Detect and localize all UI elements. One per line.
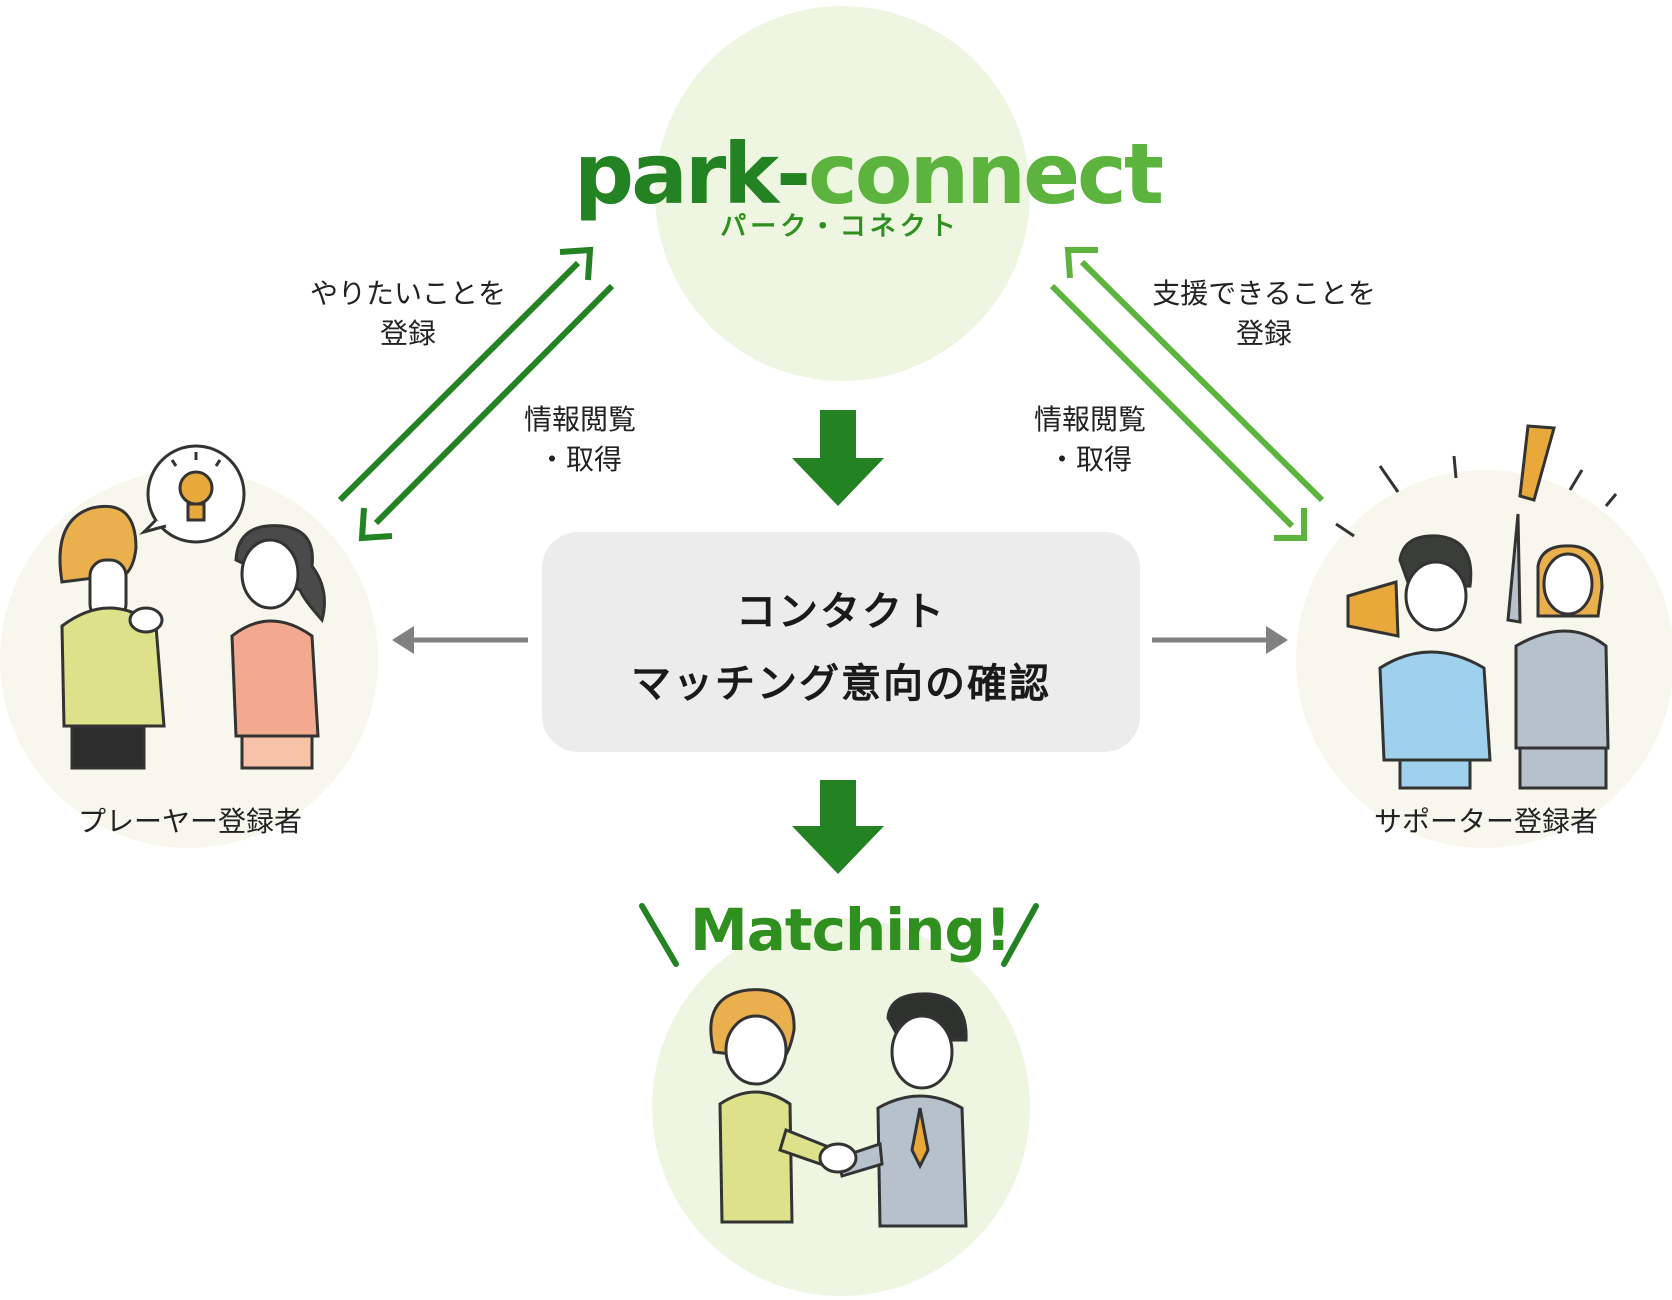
- supporter-label: サポーター登録者: [1373, 805, 1598, 838]
- down-arrow-bottom: [792, 780, 884, 874]
- contact-box-text: コンタクト マッチング意向の確認: [542, 576, 1140, 720]
- matching-left-slash: [639, 903, 679, 967]
- matching-label: Matching!: [690, 896, 1011, 964]
- left-register-label: やりたいことを 登録: [309, 277, 506, 350]
- left-info-label: 情報閲覧 ・取得: [523, 403, 636, 476]
- gray-arrow-right: [1152, 626, 1288, 654]
- park-connect-circle: [655, 6, 1030, 381]
- matching-illustration: [709, 988, 968, 1228]
- matching-circle: [652, 918, 1030, 1296]
- contact-line: コンタクト: [736, 589, 946, 635]
- logo-part-dark: park-: [574, 125, 811, 223]
- logo-subtitle: パーク・コネクト: [720, 212, 960, 242]
- player-illustration: [58, 444, 326, 770]
- contact-box: [542, 532, 1140, 752]
- gray-arrow-left: [392, 626, 528, 654]
- down-arrow-top: [792, 410, 884, 506]
- right-info-arrow: [1049, 283, 1307, 541]
- matching-intent-line: マッチング意向の確認: [631, 661, 1051, 707]
- supporter-illustration: [1335, 424, 1618, 790]
- left-info-arrow: [358, 283, 615, 542]
- logo-part-light: connect: [807, 125, 1164, 223]
- right-info-label: 情報閲覧 ・取得: [1033, 403, 1146, 476]
- right-register-arrow: [1064, 247, 1325, 503]
- park-connect-logo: park-connect: [574, 124, 1164, 224]
- player-label: プレーヤー登録者: [77, 805, 302, 838]
- right-register-label: 支援できることを 登録: [1152, 277, 1376, 350]
- supporter-circle: [1296, 470, 1672, 848]
- left-register-arrow: [337, 246, 594, 503]
- matching-right-slash: [1001, 903, 1039, 967]
